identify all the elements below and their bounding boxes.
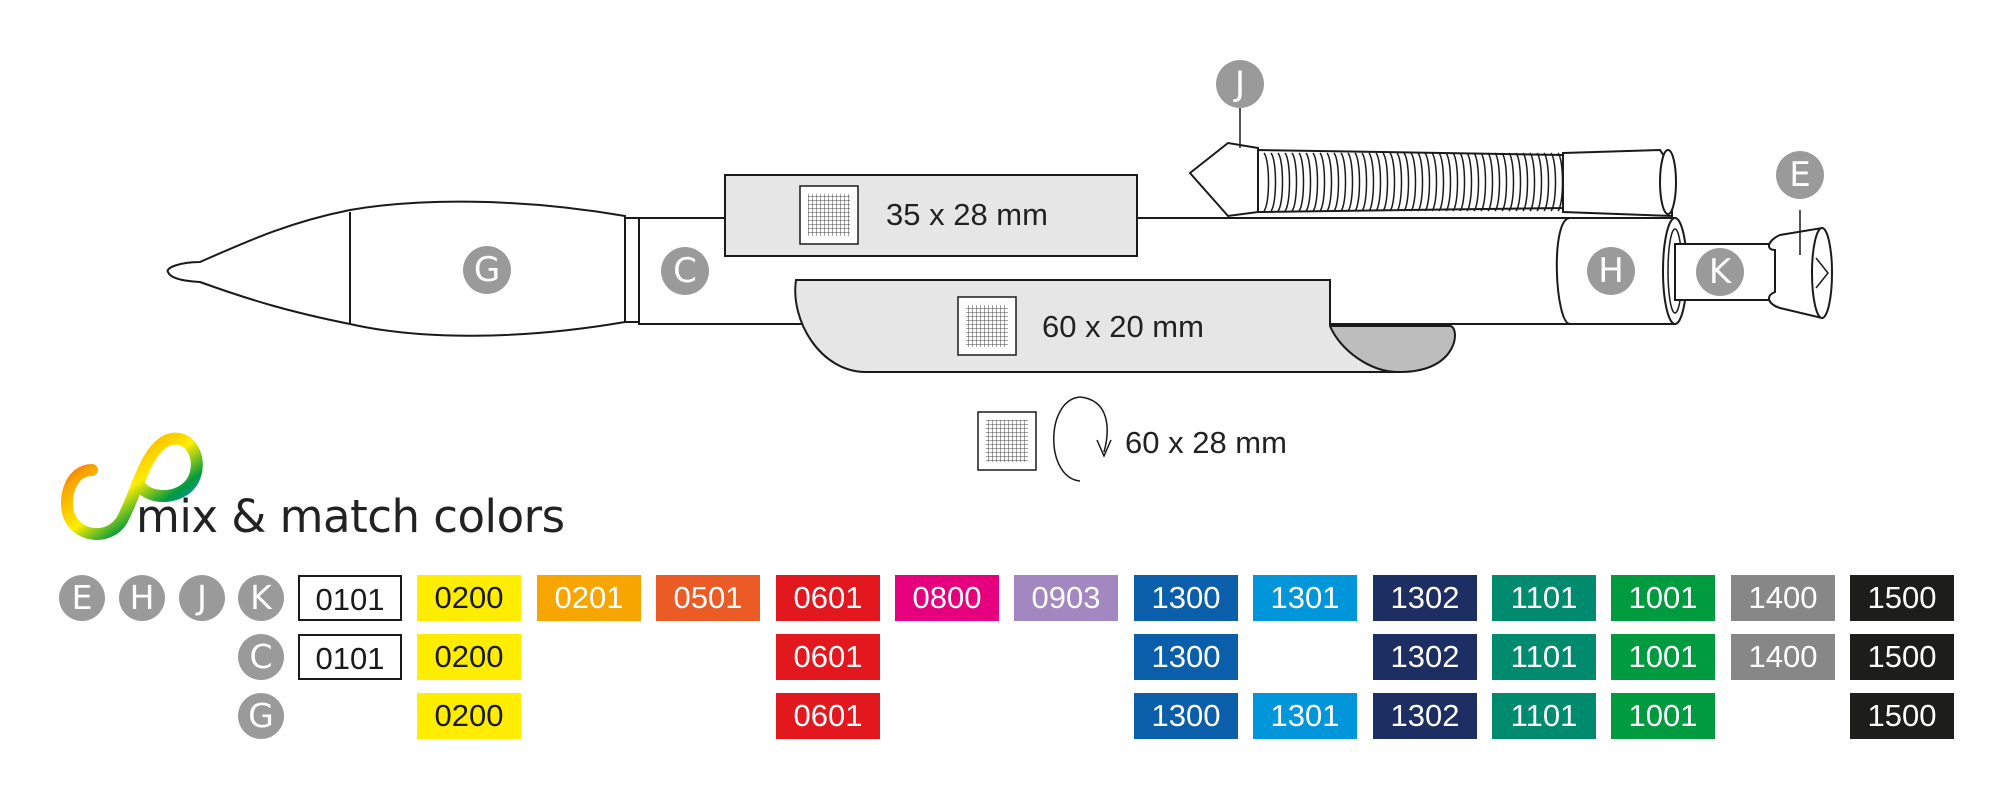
row-badge: K [238,575,284,621]
color-swatch: 0501 [656,575,760,621]
badge-barrel: C [661,247,709,295]
row-badge: J [179,575,225,621]
color-swatch: 1101 [1492,634,1596,680]
clip-grid-icon [966,305,1008,347]
color-swatch: 1500 [1850,693,1954,739]
color-swatch: 1101 [1492,575,1596,621]
row-badge: E [59,575,105,621]
color-swatch: 0101 [298,634,402,680]
svg-text:K: K [1709,252,1733,292]
color-swatch: 1500 [1850,575,1954,621]
mix-match-logo [61,432,203,540]
pen-spring [1188,108,1677,218]
color-swatch: 0201 [537,575,641,621]
svg-text:H: H [1598,251,1624,291]
color-swatch: 1302 [1373,634,1477,680]
barrel-top-dimension: 35 x 28 mm [886,197,1048,232]
color-swatch: 0101 [298,575,402,621]
color-swatch: 1302 [1373,693,1477,739]
pen-end-cap [1768,210,1833,320]
color-swatch: 1302 [1373,575,1477,621]
row-badge: C [238,634,284,680]
color-swatch: 0601 [776,693,880,739]
rotate-arrow-icon [1053,396,1081,482]
color-swatch: 0903 [1014,575,1118,621]
color-swatch: 1300 [1134,634,1238,680]
color-swatch: 0800 [895,575,999,621]
color-swatch: 0200 [417,634,521,680]
wrap-print-area: 60 x 28 mm [977,396,1287,482]
color-swatch: 1101 [1492,693,1596,739]
color-swatch: 0601 [776,634,880,680]
color-swatch: 0200 [417,693,521,739]
color-swatch: 1301 [1253,693,1357,739]
svg-text:G: G [474,250,500,290]
svg-text:C: C [673,251,697,291]
color-swatch: 0601 [776,575,880,621]
barrel-grid-icon [808,194,850,236]
color-swatch: 1001 [1611,634,1715,680]
color-swatch: 1001 [1611,693,1715,739]
clip-print-area: 60 x 20 mm [794,279,1456,373]
wrap-grid-icon [986,420,1028,462]
color-swatch: 1500 [1850,634,1954,680]
color-swatch: 1300 [1134,575,1238,621]
svg-text:E: E [1789,155,1810,195]
row-badge: H [119,575,165,621]
svg-text:J: J [1233,64,1245,104]
color-swatch: 1400 [1731,634,1835,680]
badge-end-cap: E [1776,151,1824,199]
badge-grip: G [463,246,511,294]
pen-tip-grip [166,200,640,337]
badge-spring: J [1216,60,1264,108]
wrap-dimension: 60 x 28 mm [1125,425,1287,460]
clip-dimension: 60 x 20 mm [1042,309,1204,344]
color-swatch: 1301 [1253,575,1357,621]
barrel-top-print-area: 35 x 28 mm [724,174,1138,257]
color-swatch: 0200 [417,575,521,621]
badge-mechanism: H [1587,247,1635,295]
color-swatch: 1300 [1134,693,1238,739]
color-swatch: 1001 [1611,575,1715,621]
row-badge: G [238,693,284,739]
color-swatch: 1400 [1731,575,1835,621]
brand-tagline: mix & match colors [136,490,565,543]
badge-push-button: K [1696,248,1744,296]
